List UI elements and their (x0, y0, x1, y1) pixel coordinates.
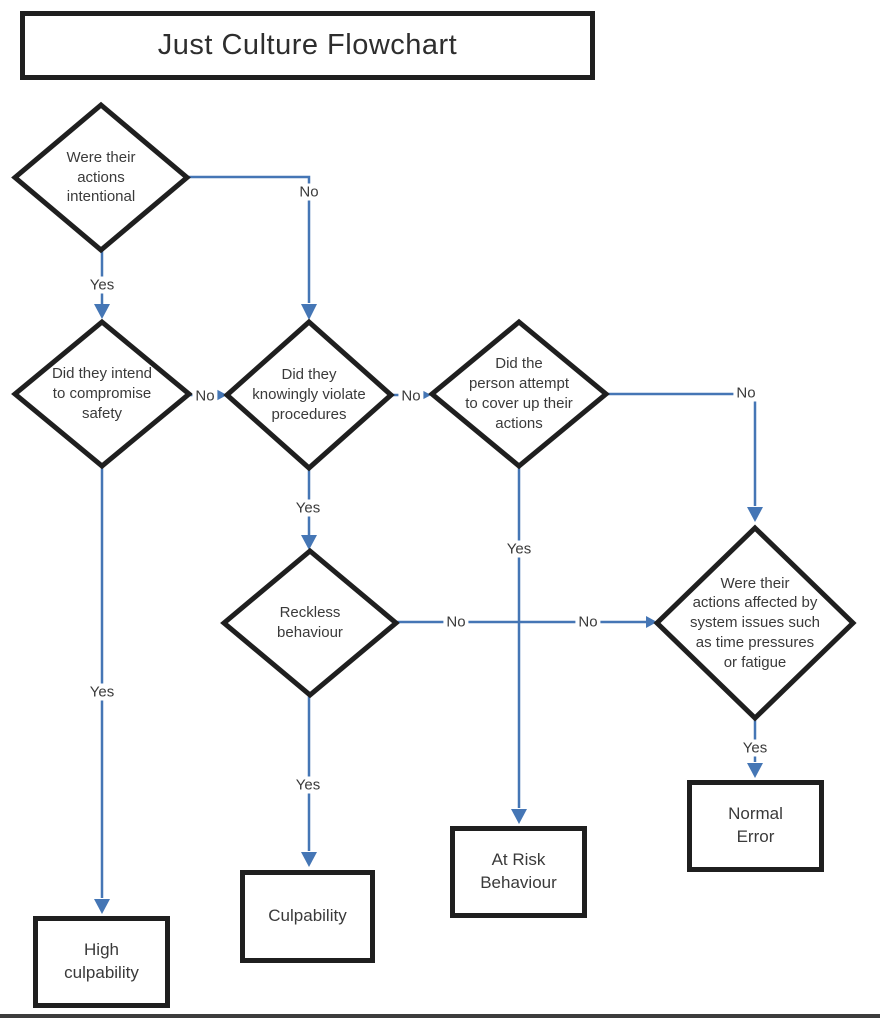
decision-system-issues: Were their actions affected by system is… (657, 528, 853, 718)
edge-label-violate-no: No (398, 387, 424, 405)
connector-reckless-no (396, 616, 657, 628)
outcome-normal-error: Normal Error (687, 780, 824, 872)
edge-label-reckless-no-a: No (443, 613, 469, 631)
node-label: At Risk Behaviour (480, 850, 557, 892)
diamond-shape (15, 105, 187, 250)
decision-reckless-behaviour: Reckless behaviour (224, 551, 396, 695)
decision-knowingly-violate: Did they knowingly violate procedures (227, 322, 391, 468)
diamond-shape (224, 551, 396, 695)
edge-label-coverup-yes: Yes (503, 540, 535, 558)
outcome-at-risk-behaviour: At Risk Behaviour (450, 826, 587, 918)
edge-label-system-yes: Yes (739, 739, 771, 757)
connector-intentional-no (183, 175, 317, 320)
node-label: Did they knowingly violate procedures (252, 366, 366, 423)
diamond-shape (227, 322, 391, 468)
connector-coverup-no (606, 392, 763, 522)
edge-label-compromise-yes: Yes (86, 683, 118, 701)
outcome-high-culpability: High culpability (33, 916, 170, 1008)
edge-label-intentional-yes: Yes (86, 276, 118, 294)
edge-label-violate-yes: Yes (292, 499, 324, 517)
page-title: Just Culture Flowchart (157, 29, 458, 61)
node-label: Did the person attempt to cover up their… (465, 355, 573, 432)
diamond-shape (432, 322, 606, 466)
edge-label-reckless-no-b: No (575, 613, 601, 631)
node-label: Did they intend to compromise safety (51, 365, 153, 422)
diamond-shape (15, 322, 189, 466)
decision-cover-up: Did the person attempt to cover up their… (432, 322, 606, 466)
node-label: High culpability (64, 940, 139, 982)
node-label: Normal Error (728, 804, 783, 846)
connector-coverup-yes (511, 466, 527, 824)
node-label: Were their actions intentional (66, 148, 136, 206)
edge-label-intentional-no: No (296, 183, 322, 201)
diamond-shape (657, 528, 853, 718)
connector-reckless-yes (301, 696, 317, 867)
outcome-culpability: Culpability (240, 870, 375, 963)
decision-compromise-safety: Did they intend to compromise safety (15, 322, 189, 466)
title-box: Just Culture Flowchart (20, 11, 595, 80)
edge-label-compromise-no: No (192, 387, 218, 405)
bottom-divider (0, 1014, 880, 1018)
edge-label-coverup-no: No (733, 384, 759, 402)
decision-intentional: Were their actions intentional (15, 105, 187, 250)
node-label: Reckless behaviour (277, 604, 343, 641)
node-label: Were their actions affected by system is… (689, 574, 821, 671)
edge-label-reckless-yes: Yes (292, 776, 324, 794)
connector-compromise-yes (94, 467, 110, 914)
node-label: Culpability (268, 906, 347, 926)
